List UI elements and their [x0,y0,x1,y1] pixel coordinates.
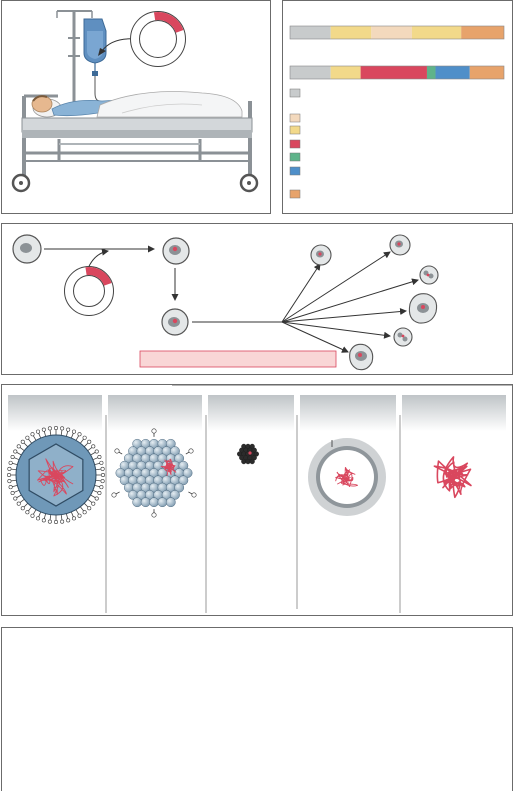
composition-bar-2 [289,65,505,80]
vector-types-graphic [7,385,513,613]
bar1-segment-4 [461,26,504,39]
daughter-cell-2 [389,234,411,256]
panel-patient-infusion [1,0,271,214]
iv-tube [94,76,101,102]
bar2-segment-4 [435,66,470,79]
panel-empty-top-rule [2,628,218,629]
liposome [308,438,386,516]
source-cell [12,234,42,264]
legend-swatch-green [289,152,301,162]
cell-transfection-flow [12,234,439,371]
transfected-cell [162,237,190,265]
expanded-cell [161,308,189,336]
bar2-segment-0 [290,66,331,79]
composition-bar-1 [289,25,505,40]
bar2-segment-1 [330,66,361,79]
fan-out-arrows [281,251,419,353]
column-header-small [208,395,294,431]
legend-swatch-yellow [289,125,301,135]
legend-swatch-blue [289,166,301,176]
column-header-icosahedral [108,395,202,431]
legend-swatch-peach [289,113,301,123]
bar1-segment-1 [330,26,372,39]
enveloped-virus [7,425,106,525]
hospital-bed [11,94,259,193]
naked-dna [433,456,472,499]
daughter-cell-6 [349,343,374,371]
column-header-naked [402,395,506,431]
plasmid-insert-segment [153,12,184,33]
plasmid-ring-transfection [64,266,114,316]
composition-bars-graphic [289,25,505,199]
daughter-cell-3 [419,265,439,285]
panel-cell-transfection [1,223,513,375]
daughter-cell-1 [310,244,332,266]
panel-vector-types [1,384,513,616]
highlight-box [139,350,337,368]
small-particle [237,443,259,465]
bar1-segment-2 [371,26,412,39]
daughter-cell-5 [393,327,413,347]
bar2-segment-5 [469,66,504,79]
plasmid-insert-segment [85,267,112,286]
column-header-liposome [300,395,396,431]
panel-composition-bars [282,0,513,214]
bar1-segment-3 [411,26,462,39]
column-header-enveloped [8,395,102,431]
plasmid-ring [130,11,186,67]
iv-bag [83,18,107,76]
legend-swatch-red [289,139,301,149]
legend-swatch-grey [289,88,301,98]
legend-swatch-orange [289,189,301,199]
bar1-segment-0 [290,26,331,39]
iv-pole [56,10,93,113]
patient-infusion-illustration [11,10,259,193]
color-legend [289,88,301,199]
bar2-segment-2 [360,66,427,79]
patient-figure [31,91,243,118]
daughter-cell-4 [408,293,438,324]
icosahedral-capsid [111,428,197,518]
panel-empty [1,627,513,791]
bar2-segment-3 [426,66,436,79]
